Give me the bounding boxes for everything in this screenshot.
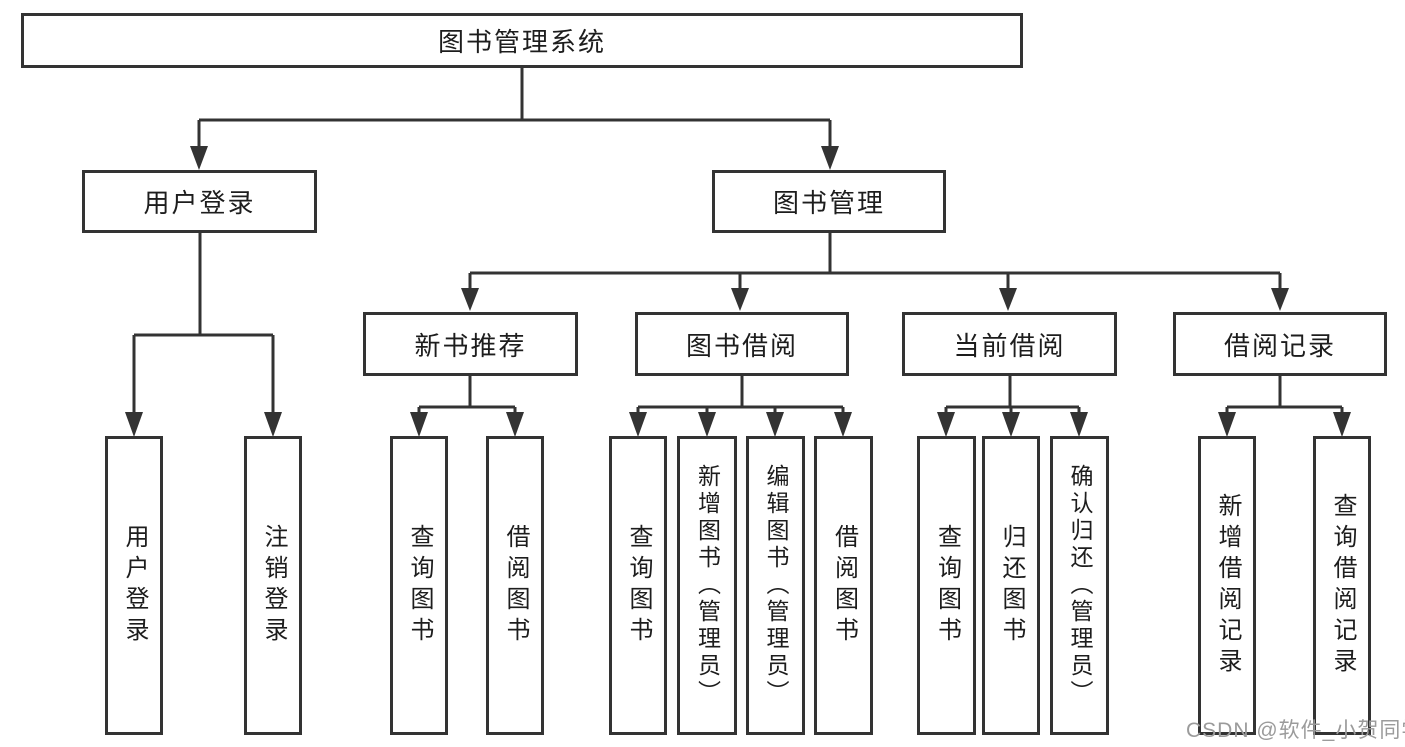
arrowhead-icon — [999, 288, 1017, 311]
leaf-label: 新增借阅记录 — [1214, 492, 1241, 679]
leaf-query-books-borrowing: 查询图书 — [609, 436, 667, 735]
arrowhead-icon — [1218, 412, 1236, 437]
leaf-user-login: 用户登录 — [105, 436, 163, 735]
arrowhead-icon — [731, 288, 749, 311]
leaf-label: 借阅图书 — [830, 523, 858, 648]
connector-current-to-leaves — [944, 376, 1081, 416]
leaf-query-books-current: 查询图书 — [917, 436, 976, 735]
node-user-login: 用户登录 — [82, 170, 317, 233]
connector-user-login-to-leaves — [132, 233, 275, 416]
node-current-borrowing: 当前借阅 — [902, 312, 1117, 376]
leaf-label: 查询图书 — [933, 523, 961, 648]
arrowhead-icon — [506, 412, 524, 437]
leaf-label: 查询图书 — [406, 523, 433, 648]
leaf-label: 新增图书（管理员） — [694, 464, 721, 707]
arrowhead-icon — [190, 146, 208, 170]
connector-root-to-level2 — [197, 68, 832, 150]
leaf-label: 查询借阅记录 — [1329, 492, 1356, 679]
connector-book-management-to-level3 — [468, 233, 1282, 292]
leaf-label: 确认归还（管理员） — [1067, 464, 1093, 707]
arrowhead-icon — [1070, 412, 1088, 437]
leaf-add-borrow-record: 新增借阅记录 — [1198, 436, 1256, 735]
connector-borrowing-to-leaves — [636, 376, 845, 416]
connector-recommendation-to-leaves — [417, 376, 517, 416]
leaf-borrow-books-recommend: 借阅图书 — [486, 436, 544, 735]
arrowhead-icon — [461, 288, 479, 311]
node-book-borrowing: 图书借阅 — [635, 312, 849, 376]
leaf-query-books-recommend: 查询图书 — [390, 436, 448, 735]
leaf-label: 编辑图书（管理员） — [763, 464, 789, 707]
arrowhead-icon — [698, 412, 716, 437]
leaf-label: 用户登录 — [121, 523, 148, 648]
leaf-confirm-return-admin: 确认归还（管理员） — [1050, 436, 1109, 735]
arrowhead-icon — [766, 412, 784, 437]
leaf-label: 查询图书 — [625, 523, 652, 648]
arrowhead-icon — [1333, 412, 1351, 437]
csdn-watermark: CSDN @软件_小贺同学 — [1186, 719, 1405, 742]
node-book-management: 图书管理 — [712, 170, 946, 233]
leaf-label: 归还图书 — [998, 523, 1025, 648]
node-new-book-recommendation: 新书推荐 — [363, 312, 578, 376]
leaf-label: 注销登录 — [260, 523, 287, 648]
connector-records-to-leaves — [1225, 376, 1344, 416]
arrowhead-icon — [834, 412, 852, 437]
leaf-label: 借阅图书 — [502, 523, 529, 648]
node-borrowing-records: 借阅记录 — [1173, 312, 1387, 376]
leaf-return-books: 归还图书 — [982, 436, 1040, 735]
arrowhead-icon — [264, 412, 282, 437]
arrowhead-icon — [125, 412, 143, 437]
leaf-add-books-admin: 新增图书（管理员） — [677, 436, 737, 735]
arrowheads — [125, 146, 1351, 437]
leaf-borrow-books: 借阅图书 — [814, 436, 873, 735]
node-library-management-system: 图书管理系统 — [21, 13, 1023, 68]
arrowhead-icon — [629, 412, 647, 437]
arrowhead-icon — [1271, 288, 1289, 311]
arrowhead-icon — [410, 412, 428, 437]
leaf-query-borrow-record: 查询借阅记录 — [1313, 436, 1371, 735]
leaf-edit-books-admin: 编辑图书（管理员） — [746, 436, 805, 735]
arrowhead-icon — [1002, 412, 1020, 437]
arrowhead-icon — [937, 412, 955, 437]
leaf-logout: 注销登录 — [244, 436, 302, 735]
arrowhead-icon — [821, 146, 839, 170]
